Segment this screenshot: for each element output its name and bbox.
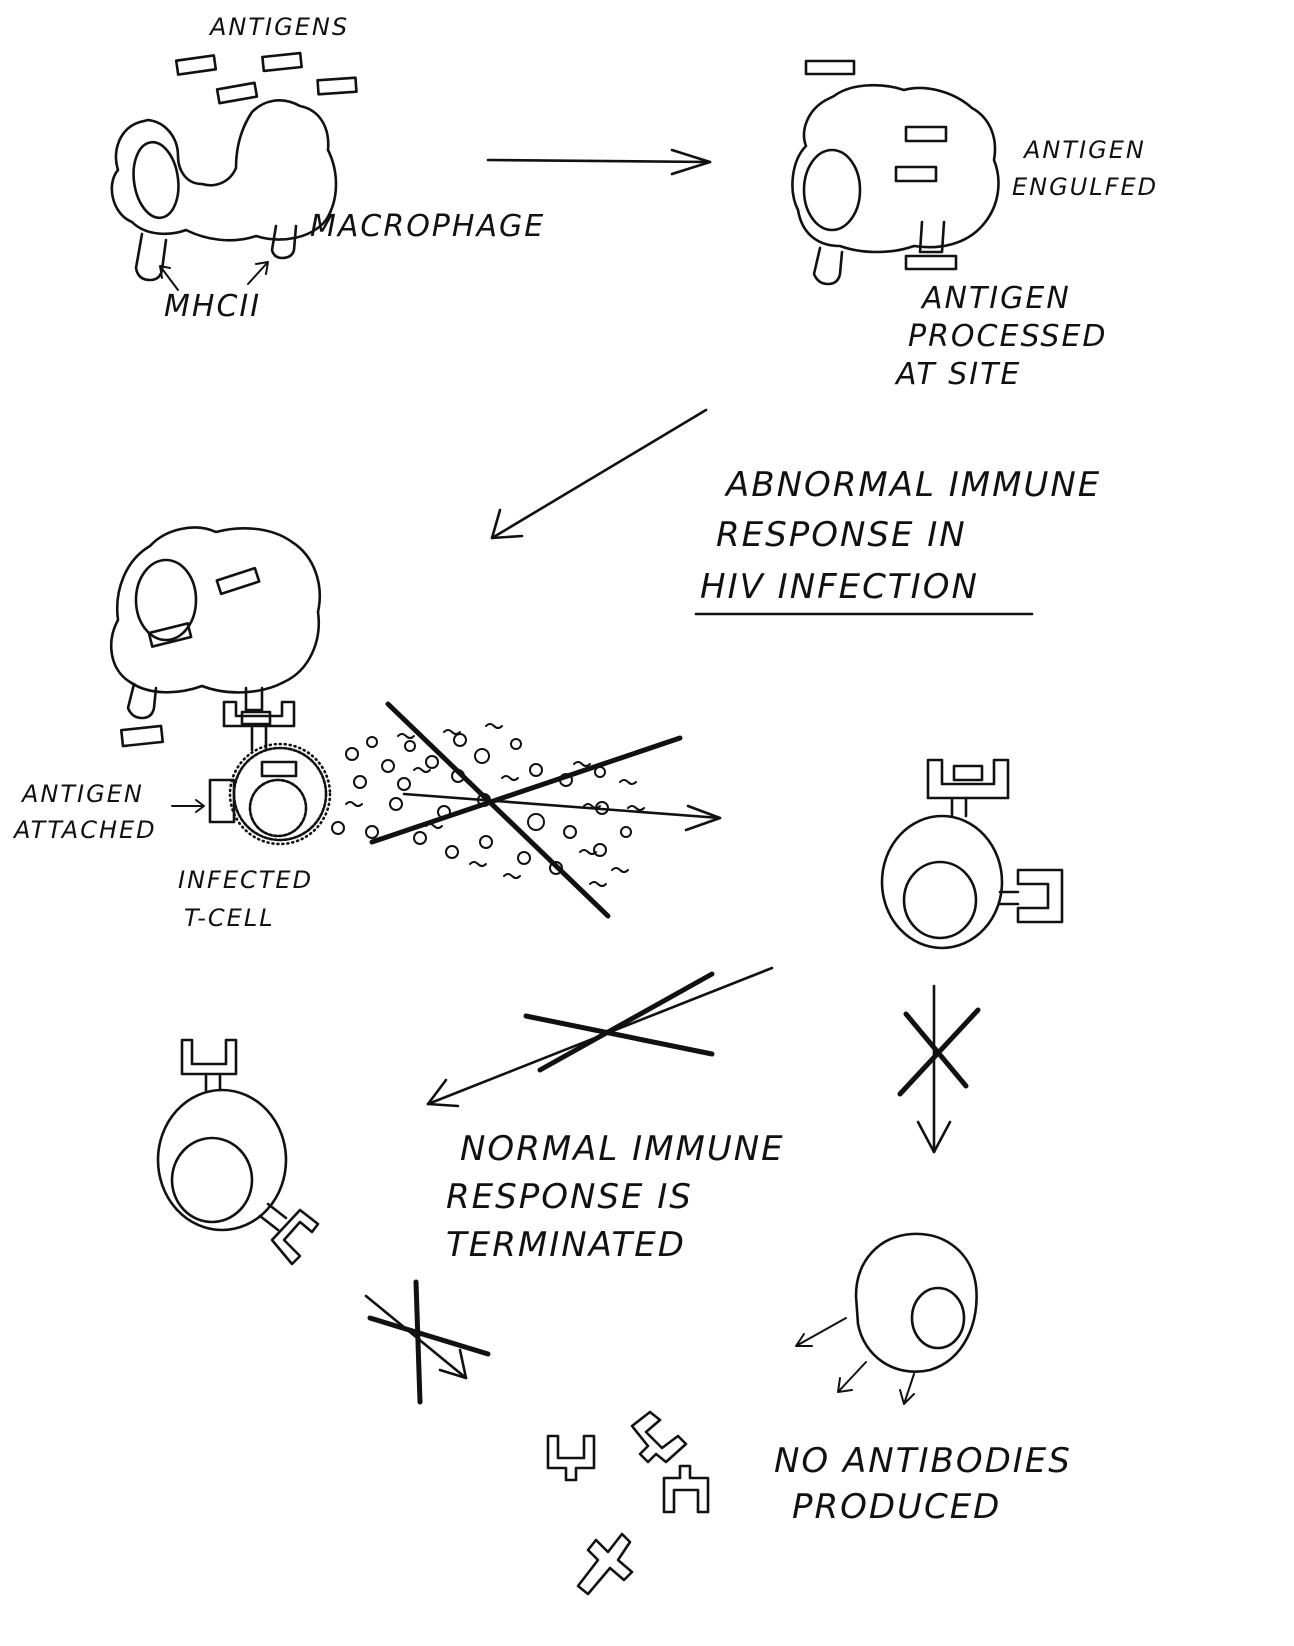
antigen-block xyxy=(176,55,216,74)
label-macrophage: MACROPHAGE xyxy=(310,209,545,244)
antigen-block xyxy=(262,53,301,71)
label-antigen-processed-2: PROCESSED xyxy=(908,319,1108,354)
label-antigen-attached-2: ATTACHED xyxy=(12,816,157,844)
label-no-antibodies-2: PRODUCED xyxy=(792,1487,1001,1527)
macrophage-2 xyxy=(792,85,998,284)
cross-mark xyxy=(526,1016,712,1054)
antibody-icon xyxy=(578,1534,632,1594)
b-cell-nucleus xyxy=(172,1138,252,1222)
title-line-3: HIV INFECTION xyxy=(700,567,979,607)
processed-antigen xyxy=(954,766,982,780)
antigen-attached-arrow xyxy=(172,800,204,812)
b-cell-receptor xyxy=(272,1210,318,1264)
plasma-cell xyxy=(796,1234,977,1404)
infected-tcell-spikes xyxy=(230,744,330,844)
plasma-cell-nucleus xyxy=(912,1288,964,1348)
label-antigen-processed-1: ANTIGEN xyxy=(920,281,1071,316)
attached-antigen xyxy=(262,762,296,776)
helper-tcell-body xyxy=(882,816,1002,948)
antigen-block xyxy=(217,83,257,103)
label-infected-1: INFECTED xyxy=(178,866,313,894)
mhc-receptor xyxy=(272,226,296,258)
b-cell xyxy=(158,1040,318,1264)
label-terminated-3: TERMINATED xyxy=(446,1225,686,1265)
cross-mark xyxy=(372,738,680,842)
macrophage-nucleus xyxy=(129,139,183,220)
engulfed-antigen xyxy=(896,167,936,181)
label-terminated-2: RESPONSE IS xyxy=(446,1177,693,1217)
infected-tcell xyxy=(210,744,330,844)
blocked-arrow-bcell xyxy=(428,968,772,1106)
label-antigen-attached-1: ANTIGEN xyxy=(20,780,144,808)
title-line-2: RESPONSE IN xyxy=(716,515,967,555)
blocked-arrow-plasma xyxy=(366,1282,488,1402)
label-antigens: ANTIGENS xyxy=(208,13,349,41)
helper-tcell xyxy=(882,760,1062,948)
macrophage-3 xyxy=(111,528,319,750)
engulfed-antigen xyxy=(906,127,946,141)
engulfed-antigen xyxy=(217,568,259,594)
label-antigen-processed-3: AT SITE xyxy=(894,357,1021,392)
macrophage-body xyxy=(111,528,319,693)
b-cell-receptor xyxy=(182,1040,236,1074)
macrophage-body xyxy=(112,100,336,240)
mhc-pointer-arrows xyxy=(160,262,268,290)
label-no-antibodies-1: NO ANTIBODIES xyxy=(774,1441,1072,1481)
blocked-arrow-down xyxy=(900,986,978,1152)
processed-antigen xyxy=(242,712,270,724)
mhc-receptor xyxy=(814,248,842,284)
antibody-icon xyxy=(548,1436,594,1480)
title-line-1: ABNORMAL IMMUNE xyxy=(724,465,1101,505)
cross-mark xyxy=(388,704,608,916)
free-antigens xyxy=(176,53,356,103)
blocked-arrow-helper xyxy=(372,704,720,916)
antibodies xyxy=(548,1412,708,1594)
infected-tcell-nucleus xyxy=(250,780,306,836)
antibody-icon xyxy=(632,1412,686,1462)
diagram-title: ABNORMAL IMMUNE RESPONSE IN HIV INFECTIO… xyxy=(696,465,1101,614)
processed-antigen xyxy=(906,256,956,269)
arrow-engulf xyxy=(488,150,710,174)
label-infected-2: T-CELL xyxy=(184,904,275,932)
helper-tcell-nucleus xyxy=(904,862,976,938)
antigen-block xyxy=(121,726,162,746)
label-antigen-engulfed-1: ANTIGEN xyxy=(1022,136,1146,164)
antigen-block xyxy=(318,78,357,95)
arrow-present xyxy=(492,410,706,538)
macrophage-1 xyxy=(112,100,336,280)
macrophage-nucleus xyxy=(804,150,860,230)
antigen-block xyxy=(806,61,854,74)
tcell-receptor xyxy=(224,702,294,726)
tcell-receptor xyxy=(1018,870,1062,922)
label-mhc: MHCII xyxy=(164,289,261,324)
antibody-icon xyxy=(664,1466,708,1512)
cross-mark xyxy=(416,1282,420,1402)
label-antigen-engulfed-2: ENGULFED xyxy=(1012,173,1158,201)
label-terminated-1: NORMAL IMMUNE xyxy=(460,1129,785,1169)
engulfed-antigen xyxy=(149,623,191,646)
